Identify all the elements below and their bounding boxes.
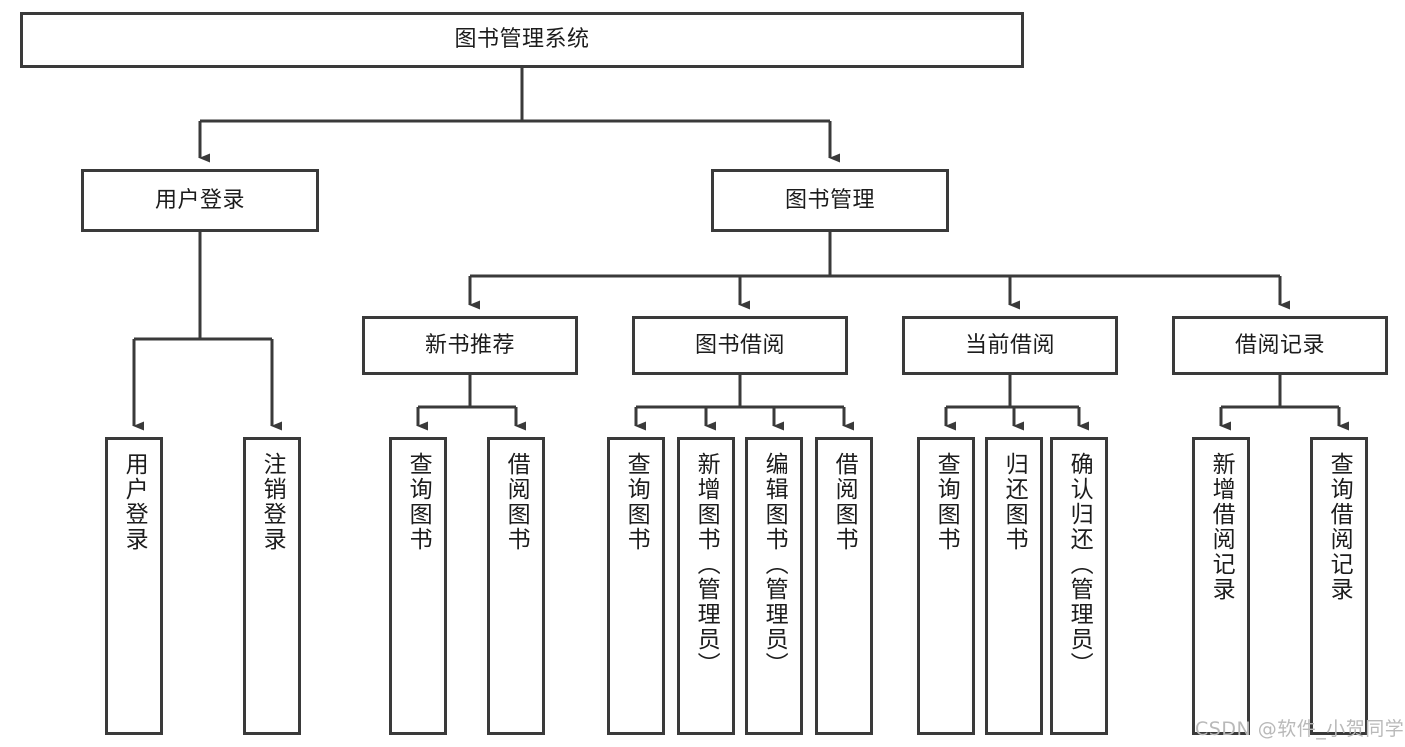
node-leaf-edit-book[interactable]: 编辑图书（管理员） xyxy=(745,437,803,735)
node-label: 查询图书 xyxy=(623,452,650,552)
node-label: 借阅图书 xyxy=(831,452,858,552)
node-leaf-query-book-2[interactable]: 查询图书 xyxy=(607,437,665,735)
node-leaf-confirm-return[interactable]: 确认归还（管理员） xyxy=(1050,437,1108,735)
node-leaf-borrow-book-2[interactable]: 借阅图书 xyxy=(815,437,873,735)
node-label: 借阅记录 xyxy=(1234,332,1325,358)
node-label: 用户登录 xyxy=(121,452,148,552)
node-leaf-user-login[interactable]: 用户登录 xyxy=(105,437,163,735)
node-label: 图书管理系统 xyxy=(454,27,590,53)
node-label: 注销登录 xyxy=(259,452,286,552)
node-label: 借阅图书 xyxy=(503,452,530,552)
node-label: 新书推荐 xyxy=(424,332,515,358)
node-leaf-query-record[interactable]: 查询借阅记录 xyxy=(1310,437,1368,735)
node-borrow-record[interactable]: 借阅记录 xyxy=(1172,316,1388,375)
node-book-manage[interactable]: 图书管理 xyxy=(711,169,949,232)
node-label: 新增图书（管理员） xyxy=(693,452,720,677)
node-leaf-query-book-1[interactable]: 查询图书 xyxy=(389,437,447,735)
node-book-borrow[interactable]: 图书借阅 xyxy=(632,316,848,375)
node-label: 新增借阅记录 xyxy=(1208,452,1235,602)
node-root[interactable]: 图书管理系统 xyxy=(20,12,1024,68)
node-current-borrow[interactable]: 当前借阅 xyxy=(902,316,1118,375)
node-user-login[interactable]: 用户登录 xyxy=(81,169,319,232)
node-label: 用户登录 xyxy=(154,187,245,213)
node-leaf-add-record[interactable]: 新增借阅记录 xyxy=(1192,437,1250,735)
node-leaf-user-logout[interactable]: 注销登录 xyxy=(243,437,301,735)
node-new-book-rec[interactable]: 新书推荐 xyxy=(362,316,578,375)
node-leaf-borrow-book-1[interactable]: 借阅图书 xyxy=(487,437,545,735)
node-leaf-add-book[interactable]: 新增图书（管理员） xyxy=(677,437,735,735)
node-label: 图书借阅 xyxy=(694,332,785,358)
node-label: 确认归还（管理员） xyxy=(1066,452,1093,677)
node-leaf-query-book-3[interactable]: 查询图书 xyxy=(917,437,975,735)
node-label: 查询借阅记录 xyxy=(1326,452,1353,602)
node-label: 归还图书 xyxy=(1001,452,1028,552)
node-label: 当前借阅 xyxy=(964,332,1055,358)
node-label: 查询图书 xyxy=(405,452,432,552)
node-label: 查询图书 xyxy=(933,452,960,552)
node-label: 编辑图书（管理员） xyxy=(761,452,788,677)
node-leaf-return-book[interactable]: 归还图书 xyxy=(985,437,1043,735)
node-label: 图书管理 xyxy=(784,187,875,213)
